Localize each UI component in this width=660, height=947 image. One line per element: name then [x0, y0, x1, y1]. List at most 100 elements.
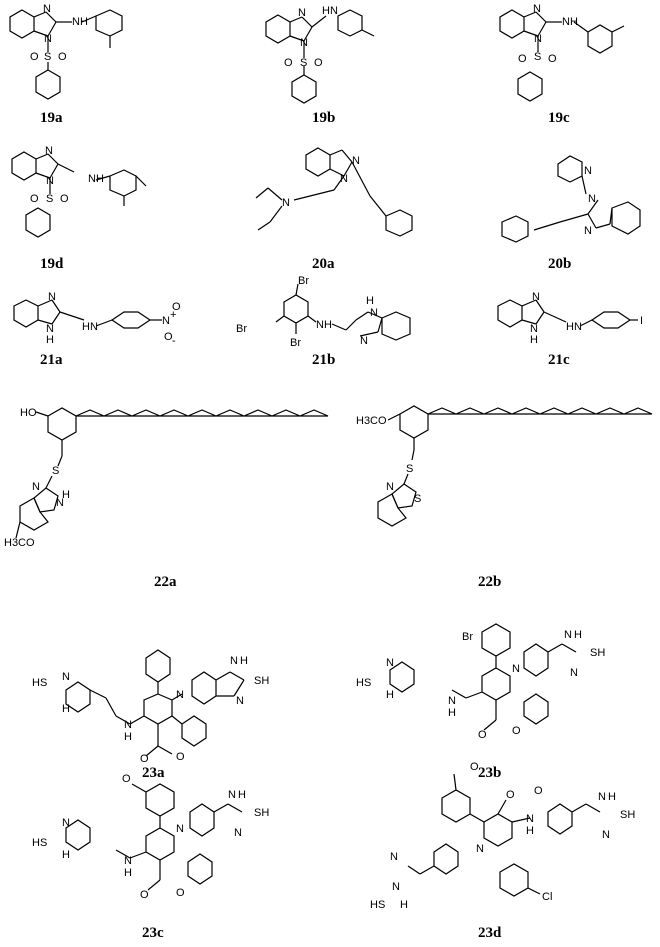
atom-23a-2: H [240, 655, 248, 667]
atom-22a-4: H [62, 489, 70, 501]
structure-22b [377, 405, 653, 527]
atom-21c-5: I [640, 315, 643, 327]
atom-20a-2: N [340, 173, 348, 185]
atom-22a-6: H3CO [4, 537, 35, 549]
atom-23b-6: N [512, 663, 520, 675]
structure-20a [255, 147, 413, 237]
atom-23c-5: SH [254, 807, 269, 819]
atom-23c-1: O [122, 773, 131, 785]
atom-21b-7: N [360, 335, 368, 347]
atom-21a-7: O [172, 301, 181, 313]
atom-19b-5: O [284, 57, 293, 69]
atom-21a-8: - [172, 335, 176, 347]
atom-23d-8: N [526, 813, 534, 825]
atom-23d-4: N [598, 791, 606, 803]
atom-23a-11: O [140, 753, 149, 765]
atom-23c-7: HS [32, 837, 47, 849]
compound-label-20b: 20b [548, 256, 572, 272]
atom-19b-2: N [300, 37, 308, 49]
structure-19c [499, 9, 625, 102]
atom-19b-4: S [300, 57, 307, 69]
atom-23c-8: N [62, 817, 70, 829]
structure-19d [11, 151, 147, 238]
atom-19c-6: O [548, 53, 557, 65]
atom-23b-2: N [564, 629, 572, 641]
atom-19b-6: O [314, 57, 323, 69]
atom-23d-13: N [392, 881, 400, 893]
atom-23d-1: O [470, 761, 479, 773]
atom-19a-5: O [30, 51, 39, 63]
atom-21c-4: HN [566, 321, 582, 333]
atom-23c-12: O [140, 889, 149, 901]
atom-23b-9: H [386, 689, 394, 701]
compound-label-22b: 22b [478, 574, 502, 590]
atom-21a-3: H [46, 334, 54, 346]
atom-22a-2: S [52, 465, 59, 477]
atom-19d-3: NH [88, 173, 104, 185]
atom-22a-1: HO [20, 407, 37, 419]
atom-23d-15: Cl [542, 891, 552, 903]
atom-23b-1: Br [462, 631, 473, 643]
atom-21a-1: N [48, 291, 56, 303]
atom-19c-1: N [533, 3, 541, 15]
atom-19c-3: NH [562, 16, 578, 28]
atom-19c-2: N [534, 33, 542, 45]
structure-21b [275, 283, 411, 341]
atom-21a-9: O [164, 331, 173, 343]
atom-23a-7: N [62, 671, 70, 683]
structure-21a [13, 299, 162, 329]
atom-23c-9: H [62, 849, 70, 861]
atom-19a-1: N [43, 3, 51, 15]
atom-23d-10: N [476, 843, 484, 855]
compound-label-19c: 19c [548, 110, 570, 126]
atom-23d-2: O [506, 789, 515, 801]
atom-19a-3: NH [72, 16, 88, 28]
atom-22b-4: S [414, 493, 421, 505]
compound-label-23a: 23a [142, 765, 165, 781]
atom-19d-6: O [60, 193, 69, 205]
atom-21b-3: Br [290, 337, 301, 349]
atom-23d-7: SH [620, 809, 635, 821]
compound-label-21a: 21a [40, 352, 63, 368]
atom-23a-9: N [124, 719, 132, 731]
atom-21c-2: N [530, 323, 538, 335]
atom-23a-3: N [236, 695, 244, 707]
atom-20b-3: N [584, 225, 592, 237]
atom-21a-2: N [46, 323, 54, 335]
atom-23a-6: HS [32, 677, 47, 689]
atom-19a-6: O [58, 51, 67, 63]
compound-label-20a: 20a [312, 256, 335, 272]
atom-23a-8: H [62, 703, 70, 715]
atom-19b-3: HN [322, 5, 338, 17]
structure-19a [9, 9, 123, 100]
atom-20a-1: N [352, 155, 360, 167]
atom-21b-5: H [366, 295, 374, 307]
atom-19c-4: S [534, 51, 541, 63]
structure-23c [65, 783, 243, 891]
atom-23b-11: H [448, 707, 456, 719]
atom-23d-11: N [390, 851, 398, 863]
atom-23d-5: H [608, 791, 616, 803]
atom-21b-4: NH [316, 319, 332, 331]
atom-23c-3: H [238, 789, 246, 801]
atom-23c-11: H [124, 867, 132, 879]
atom-20b-1: N [584, 165, 592, 177]
atom-23b-5: SH [590, 647, 605, 659]
atom-19a-4: S [44, 51, 51, 63]
atom-19d-2: N [46, 175, 54, 187]
atom-21b-2: Br [236, 323, 247, 335]
structure-22a [15, 407, 329, 539]
atom-23b-8: N [386, 657, 394, 669]
atom-22b-1: H3CO [356, 415, 387, 427]
atom-20a-3: N [282, 197, 290, 209]
structure-20b [501, 155, 641, 243]
compound-label-23b: 23b [478, 765, 502, 781]
atom-23a-10: H [124, 731, 132, 743]
atom-19d-4: S [46, 193, 53, 205]
compound-label-21b: 21b [312, 352, 336, 368]
compound-label-23d: 23d [478, 925, 502, 941]
atom-21a-4: HN [82, 321, 98, 333]
structure-21c [497, 299, 638, 329]
atom-22a-5: N [56, 497, 64, 509]
atom-23d-3: O [534, 785, 543, 797]
